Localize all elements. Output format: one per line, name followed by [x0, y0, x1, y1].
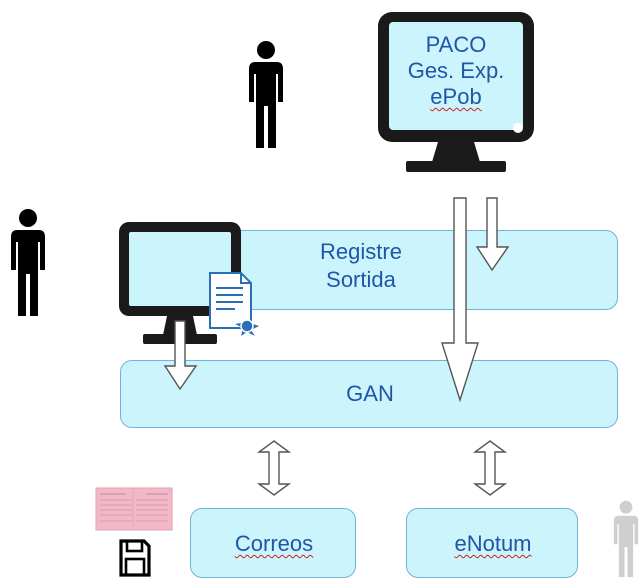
paco-label-line2: Ges. Exp.: [407, 58, 505, 83]
paco-label-line1: PACO: [425, 32, 487, 57]
person-icon-top: [249, 41, 283, 148]
receipt-card-icon: [95, 487, 173, 531]
enotum-label: eNotum: [454, 531, 532, 556]
arrow-monitor-to-gan: [163, 320, 198, 391]
registre-label-line1: Registre: [320, 239, 402, 264]
monitor-icon-top: [378, 12, 534, 172]
gan-label: GAN: [346, 381, 394, 406]
floppy-disk-icon: [119, 539, 151, 577]
correos-box: Correos: [190, 508, 356, 578]
double-arrow-gan-correos: [256, 440, 292, 496]
correos-label: Correos: [234, 531, 314, 556]
person-icon-left: [11, 209, 45, 316]
enotum-box: eNotum: [406, 508, 578, 578]
double-arrow-gan-enotum: [472, 440, 508, 496]
certificate-icon: [209, 272, 259, 336]
paco-label-line3: ePob: [389, 84, 523, 110]
gan-box: GAN: [120, 360, 618, 428]
paco-label-line3-text: ePob: [430, 84, 482, 109]
registre-label-line2: Sortida: [326, 267, 396, 292]
arrow-paco-to-gan: [441, 197, 479, 403]
person-icon-faded: [613, 500, 639, 578]
arrow-paco-to-registre: [475, 197, 510, 272]
